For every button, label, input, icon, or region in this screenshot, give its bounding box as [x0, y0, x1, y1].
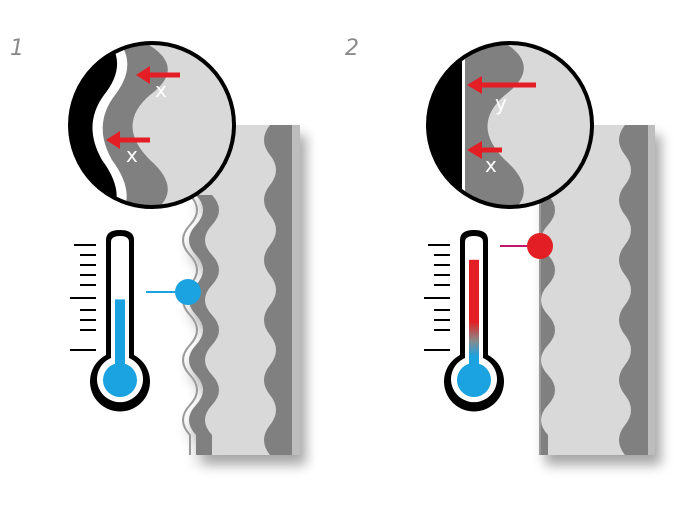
material-left-outline — [182, 194, 198, 455]
thermometer-scale — [70, 244, 96, 351]
panel-number-2: 2 — [345, 36, 359, 61]
thermometer-icon — [424, 230, 504, 412]
arrow-label-2b: x — [485, 153, 497, 177]
arrow-label-2a: y — [495, 91, 507, 115]
sensor-pin-2 — [500, 233, 553, 259]
thermometer-scale — [424, 244, 450, 351]
panel-2: 2 y x — [345, 36, 655, 455]
material-strip-1 — [182, 125, 300, 455]
arrow-left-icon — [467, 76, 536, 94]
arrow-left-icon — [467, 141, 502, 159]
thermometer-fill — [469, 259, 479, 372]
thermometer-fill — [115, 299, 125, 372]
material-right-edge — [292, 125, 300, 455]
material-wavy-band-right — [264, 125, 292, 455]
arrow-label-1b: x — [126, 143, 138, 167]
material-strip-2 — [539, 125, 655, 455]
material-wavy-band — [189, 195, 219, 455]
panel-number-1: 1 — [10, 36, 24, 61]
sensor-pin-1 — [146, 279, 201, 305]
arrow-left-icon — [136, 66, 180, 84]
arrow-label-1a: x — [155, 78, 167, 102]
magnifier-2: y x — [426, 41, 594, 209]
arrow-left-icon — [106, 131, 150, 149]
thermometer-icon — [70, 230, 150, 412]
panel-1: 1 x — [10, 36, 300, 455]
